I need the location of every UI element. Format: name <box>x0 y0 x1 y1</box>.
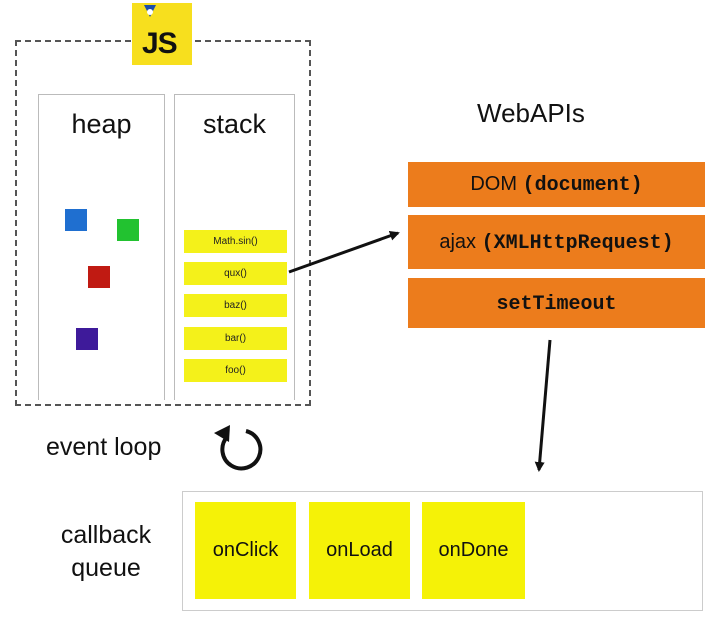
callback-queue-label: callback queue <box>44 519 168 585</box>
stack-title: stack <box>202 109 267 139</box>
stack-frame: qux() <box>184 262 287 285</box>
heap-title: heap <box>71 109 132 139</box>
event-loop-label: event loop <box>46 433 162 461</box>
callback-queue-label-line1: callback <box>60 521 152 549</box>
stack-column: stack <box>174 94 295 400</box>
heap-object-red <box>88 266 110 288</box>
js-logo-icon <box>144 5 156 17</box>
heap-object-green <box>117 219 139 241</box>
webapi-settimeout: setTimeout <box>408 278 705 328</box>
webapi-dom-name: DOM <box>470 173 518 195</box>
webapi-ajax: ajax (XMLHttpRequest) <box>408 215 705 269</box>
callback-queue-box <box>182 491 703 611</box>
stack-frame: Math.sin() <box>184 230 287 253</box>
callback-onclick: onClick <box>195 502 296 599</box>
stack-to-webapi-arrow <box>288 230 400 274</box>
webapi-dom: DOM (document) <box>408 162 705 207</box>
webapi-dom-code: (document) <box>522 174 643 197</box>
heap-column: heap <box>38 94 165 400</box>
callback-onload: onLoad <box>309 502 410 599</box>
loop-icon <box>214 425 263 471</box>
webapi-settimeout-code: setTimeout <box>496 293 617 316</box>
webapi-to-queue-arrow <box>534 339 552 472</box>
callback-ondone: onDone <box>422 502 525 599</box>
webapi-ajax-name: ajax <box>439 231 477 253</box>
heap-object-purple <box>76 328 98 350</box>
js-logo: JS <box>132 3 192 65</box>
callback-queue-label-line2: queue <box>71 554 141 582</box>
stack-frame: bar() <box>184 327 287 350</box>
webapi-ajax-code: (XMLHttpRequest) <box>481 232 674 255</box>
heap-object-blue <box>65 209 87 231</box>
js-logo-text: JS <box>142 27 178 60</box>
stack-frame: foo() <box>184 359 287 382</box>
stack-frame: baz() <box>184 294 287 317</box>
webapis-title: WebAPIs <box>477 98 585 128</box>
